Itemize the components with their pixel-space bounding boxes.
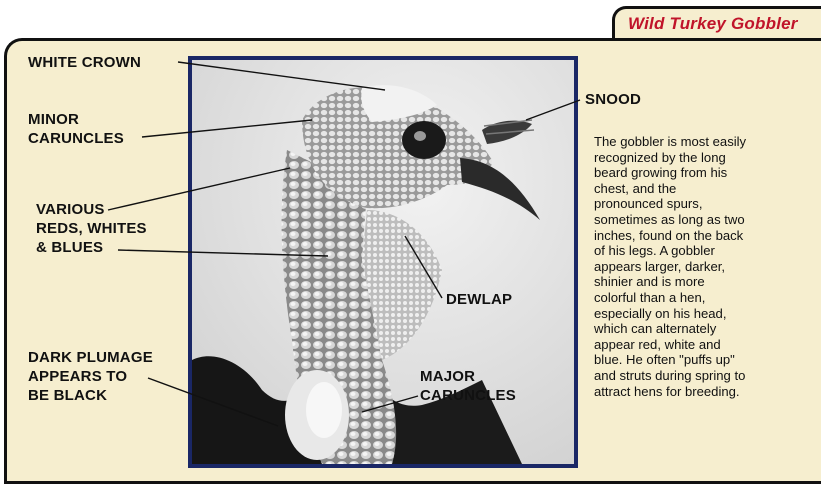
turkey-head-illustration (192, 60, 574, 464)
label-major-caruncles: MAJOR CARUNCLES (420, 367, 516, 405)
label-snood: SNOOD (585, 90, 641, 109)
panel-title: Wild Turkey Gobbler (628, 14, 798, 34)
label-various: VARIOUS REDS, WHITES & BLUES (36, 200, 147, 257)
label-dewlap: DEWLAP (446, 290, 512, 309)
eye (402, 121, 446, 159)
label-dark-plumage: DARK PLUMAGE APPEARS TO BE BLACK (28, 348, 153, 405)
turkey-photo (188, 56, 578, 468)
description-text: The gobbler is most easily recognized by… (594, 134, 800, 399)
label-white-crown: WHITE CROWN (28, 53, 141, 72)
label-minor-caruncles: MINOR CARUNCLES (28, 110, 124, 148)
